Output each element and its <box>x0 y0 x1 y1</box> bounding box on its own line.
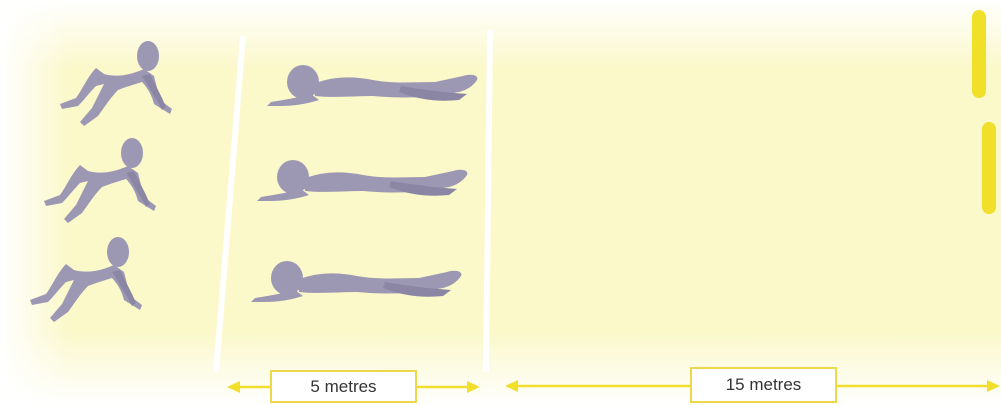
distance-label-15-metres: 15 metres <box>690 367 837 403</box>
finish-marker-bottom <box>982 122 996 214</box>
finish-marker-top <box>972 10 986 98</box>
distance-label-5-metres: 5 metres <box>270 370 417 403</box>
bottom-fade <box>0 330 1001 405</box>
